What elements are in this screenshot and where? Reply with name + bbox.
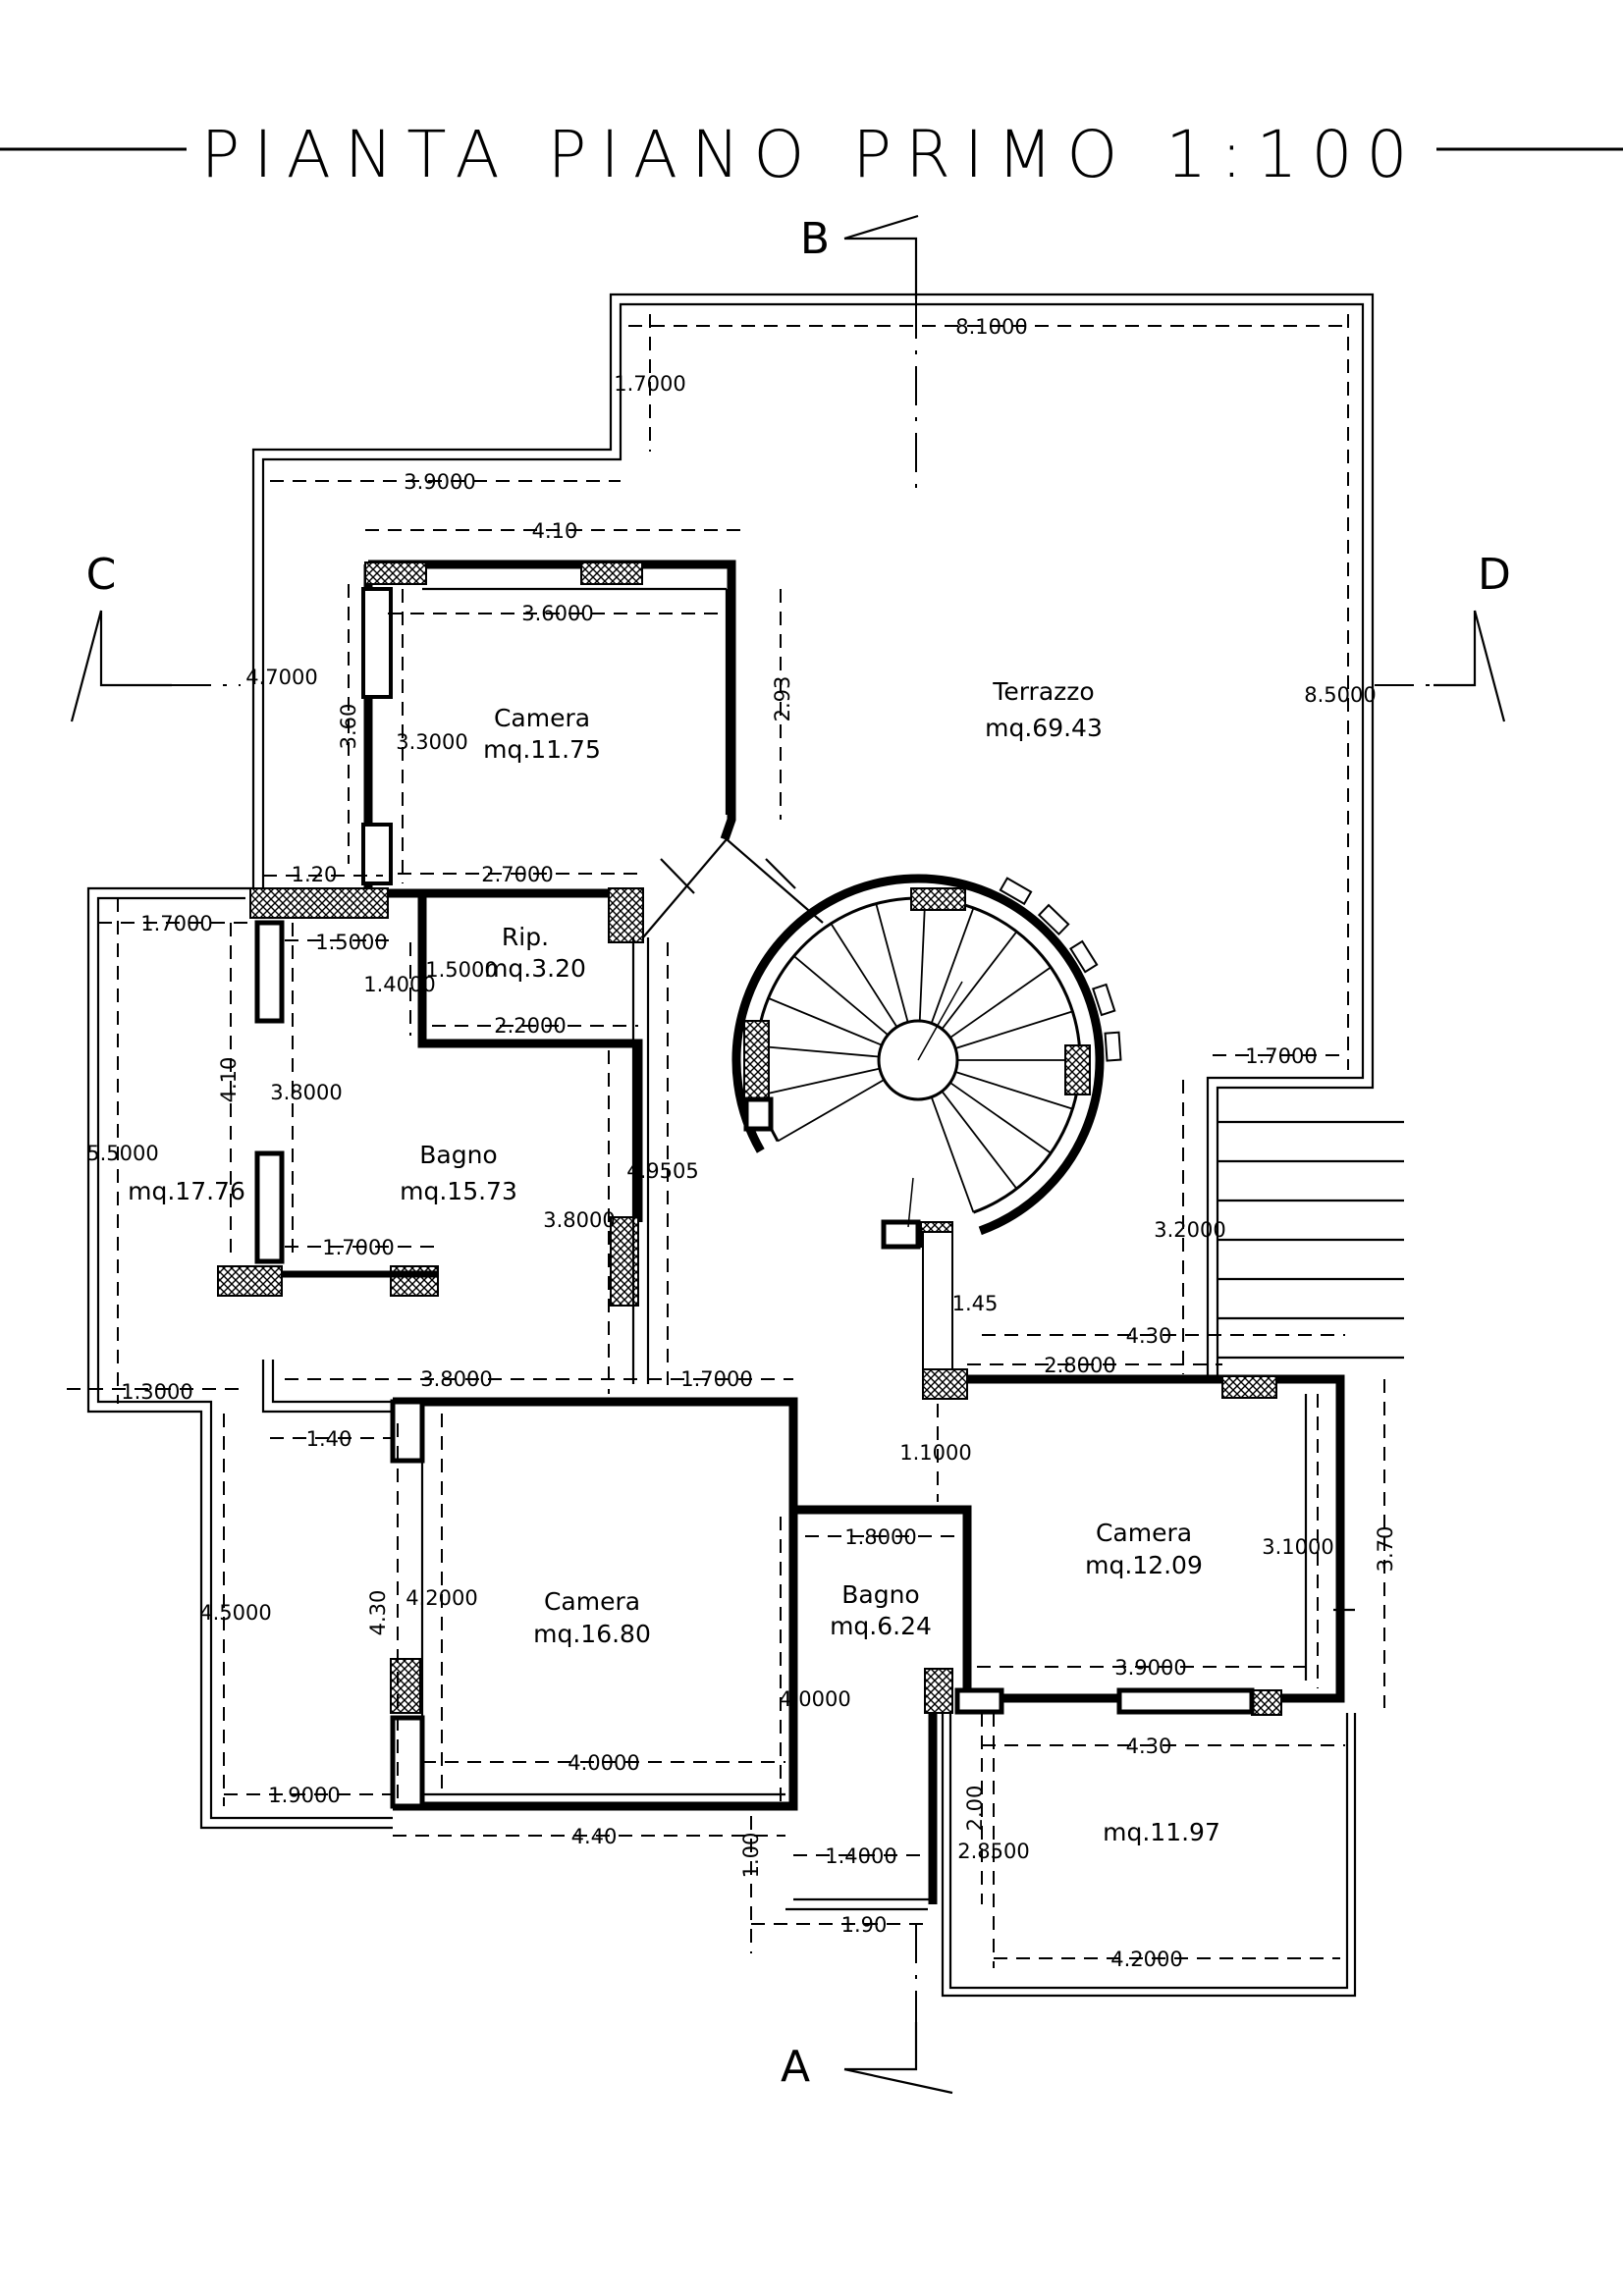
svg-text:1.20: 1.20 <box>292 863 338 886</box>
room-label-camera-e: Camera mq.12.09 <box>1085 1519 1203 1579</box>
svg-text:1.00: 1.00 <box>739 1833 763 1879</box>
svg-text:4.30: 4.30 <box>1126 1324 1172 1348</box>
svg-text:3.9000: 3.9000 <box>404 470 475 494</box>
svg-text:mq.16.80: mq.16.80 <box>533 1620 651 1648</box>
svg-text:2.00: 2.00 <box>963 1786 987 1832</box>
svg-text:1.90: 1.90 <box>841 1913 888 1937</box>
west-balcony-outline <box>86 886 393 1830</box>
svg-text:Bagno: Bagno <box>841 1580 919 1609</box>
svg-text:4.2000: 4.2000 <box>406 1586 477 1610</box>
svg-text:4.0000: 4.0000 <box>568 1751 639 1775</box>
svg-text:8.5000: 8.5000 <box>1304 683 1376 707</box>
svg-text:4.30: 4.30 <box>1126 1735 1172 1758</box>
drawing-title: PIANTA PIANO PRIMO 1:100 <box>200 117 1421 192</box>
svg-text:8.1000: 8.1000 <box>955 315 1027 339</box>
room-label-rip: Rip. mq.3.20 <box>484 923 586 983</box>
svg-text:1.5000: 1.5000 <box>315 931 387 954</box>
svg-text:mq.69.43: mq.69.43 <box>985 714 1103 742</box>
svg-text:mq.3.20: mq.3.20 <box>484 954 586 983</box>
svg-text:C: C <box>86 550 117 600</box>
rip-bagno-walls <box>217 887 650 1384</box>
southeast-balcony-outline <box>941 1713 1357 1998</box>
room-label-bagno-w: Bagno mq.15.73 <box>400 1141 517 1205</box>
svg-text:Bagno: Bagno <box>419 1141 497 1169</box>
exterior-steps <box>1217 1120 1404 1360</box>
room-label-camera-sw: Camera mq.16.80 <box>533 1587 651 1648</box>
svg-text:1.8000: 1.8000 <box>844 1525 916 1549</box>
svg-text:4.9505: 4.9505 <box>626 1159 698 1183</box>
svg-text:5.5000: 5.5000 <box>86 1142 158 1165</box>
room-label-camera-nw: Camera mq.11.75 <box>483 704 601 764</box>
room-label-terrazzo: Terrazzo mq.69.43 <box>985 677 1103 742</box>
svg-text:4.0000: 4.0000 <box>779 1687 850 1711</box>
camera-e-walls <box>922 1368 1355 1716</box>
svg-text:4.2000: 4.2000 <box>1110 1948 1182 1971</box>
svg-text:1.5000: 1.5000 <box>425 958 497 982</box>
svg-text:4.7000: 4.7000 <box>245 666 317 689</box>
svg-text:Camera: Camera <box>1096 1519 1192 1547</box>
dimension-lines <box>67 314 1385 1968</box>
svg-text:4.30: 4.30 <box>366 1590 390 1636</box>
svg-text:1.4000: 1.4000 <box>825 1844 896 1868</box>
svg-text:2.8000: 2.8000 <box>1044 1354 1115 1377</box>
svg-text:B: B <box>800 214 830 264</box>
svg-text:1.7000: 1.7000 <box>322 1236 394 1259</box>
svg-text:mq.12.09: mq.12.09 <box>1085 1551 1203 1579</box>
svg-text:1.1000: 1.1000 <box>899 1441 971 1465</box>
svg-text:4.10: 4.10 <box>532 519 578 543</box>
room-label-balcony-w: mq.17.76 <box>128 1177 245 1205</box>
corridor-walls <box>922 1231 953 1370</box>
svg-text:3.8000: 3.8000 <box>420 1367 492 1391</box>
svg-text:mq.15.73: mq.15.73 <box>400 1177 517 1205</box>
spiral-staircase <box>731 874 1122 1250</box>
svg-text:2.93: 2.93 <box>771 676 794 722</box>
section-marker-a: A <box>781 1924 953 2095</box>
svg-text:1.4000: 1.4000 <box>363 973 435 996</box>
svg-text:3.2000: 3.2000 <box>1154 1218 1225 1242</box>
section-marker-b: B <box>800 214 919 491</box>
room-label-bagno-s: Bagno mq.6.24 <box>830 1580 932 1640</box>
camera-sw-walls <box>390 1397 798 1811</box>
svg-text:Camera: Camera <box>544 1587 640 1616</box>
svg-text:3.6000: 3.6000 <box>521 602 593 625</box>
svg-text:1.7000: 1.7000 <box>680 1367 752 1391</box>
svg-text:1.7000: 1.7000 <box>1245 1044 1317 1068</box>
svg-text:2.2000: 2.2000 <box>494 1014 566 1038</box>
svg-text:3.8000: 3.8000 <box>270 1081 342 1104</box>
svg-text:mq.6.24: mq.6.24 <box>830 1612 932 1640</box>
svg-text:1.7000: 1.7000 <box>140 912 212 935</box>
terrace-parapet <box>251 293 1375 1379</box>
landing-door <box>642 838 824 938</box>
svg-text:A: A <box>781 2042 810 2092</box>
svg-text:1.7000: 1.7000 <box>614 372 685 396</box>
bagno-s-walls <box>785 1505 972 1911</box>
svg-text:3.3000: 3.3000 <box>396 730 467 754</box>
camera-nw-walls <box>361 560 736 888</box>
dimension-labels: 8.1000 1.7000 3.9000 4.10 3.6000 2.93 4.… <box>86 315 1397 1971</box>
section-marker-d: D <box>1375 550 1511 722</box>
svg-text:3.70: 3.70 <box>1374 1526 1397 1573</box>
svg-text:4.5000: 4.5000 <box>199 1601 271 1625</box>
svg-text:4.10: 4.10 <box>217 1057 241 1103</box>
svg-text:3.9000: 3.9000 <box>1114 1656 1186 1680</box>
svg-text:2.7000: 2.7000 <box>481 863 553 886</box>
svg-text:3.1000: 3.1000 <box>1262 1535 1333 1559</box>
room-label-balcony-se: mq.11.97 <box>1103 1818 1220 1846</box>
svg-text:4.40: 4.40 <box>571 1825 618 1848</box>
svg-text:1.45: 1.45 <box>952 1292 999 1315</box>
svg-text:Terrazzo: Terrazzo <box>992 677 1094 706</box>
svg-text:1.9000: 1.9000 <box>268 1784 340 1807</box>
svg-text:1.40: 1.40 <box>306 1427 352 1451</box>
svg-text:2.8500: 2.8500 <box>957 1840 1029 1863</box>
svg-text:3.8000: 3.8000 <box>543 1208 615 1232</box>
section-marker-c: C <box>70 550 241 722</box>
svg-text:Rip.: Rip. <box>502 923 549 951</box>
svg-text:D: D <box>1478 550 1511 600</box>
svg-text:mq.11.75: mq.11.75 <box>483 735 601 764</box>
svg-text:Camera: Camera <box>494 704 590 732</box>
svg-text:1.3000: 1.3000 <box>121 1380 192 1404</box>
svg-text:3.60: 3.60 <box>337 704 360 750</box>
